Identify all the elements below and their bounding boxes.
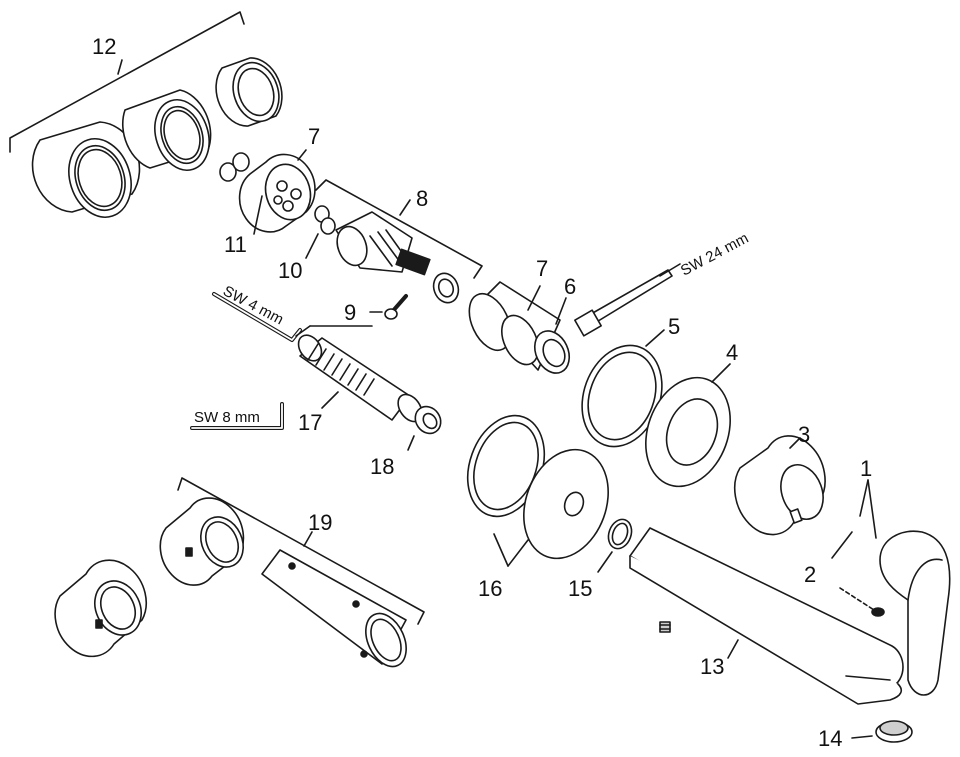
callout-7-upper: 7 bbox=[308, 124, 320, 149]
hex-key-8mm bbox=[190, 402, 284, 430]
head-face bbox=[264, 163, 312, 221]
callout-7-lower: 7 bbox=[536, 256, 548, 281]
part-19-install-sleeves bbox=[54, 477, 425, 668]
callout-12: 12 bbox=[92, 34, 116, 59]
rosette-hole bbox=[665, 398, 719, 466]
handle-body bbox=[879, 530, 951, 696]
tool-label-sw8: SW 8 mm bbox=[194, 409, 260, 426]
spout-side bbox=[629, 555, 903, 705]
spanner-24mm bbox=[574, 263, 681, 337]
tool-label-sw24: SW 24 mm bbox=[678, 230, 751, 280]
callout-4: 4 bbox=[726, 340, 738, 365]
bracket-19 bbox=[177, 477, 425, 625]
callout-10: 10 bbox=[278, 258, 302, 283]
hex-key-4mm bbox=[212, 292, 373, 342]
seal-ring-b bbox=[320, 217, 336, 235]
callout-17: 17 bbox=[298, 410, 322, 435]
callout-8: 8 bbox=[416, 186, 428, 211]
part-1-lever-handle bbox=[831, 479, 951, 696]
callout-6: 6 bbox=[564, 274, 576, 299]
callout-9: 9 bbox=[344, 300, 356, 325]
part-16-wall-plate bbox=[466, 414, 609, 567]
bracket-12 bbox=[9, 11, 245, 153]
part-8-cartridge bbox=[315, 179, 483, 304]
cover-plate-hole bbox=[563, 491, 585, 517]
head-port-d bbox=[273, 195, 283, 205]
part-4-rosette bbox=[645, 363, 731, 488]
callout-3: 3 bbox=[798, 422, 810, 447]
valve-flange bbox=[468, 292, 512, 352]
sleeve-opening bbox=[780, 464, 824, 520]
part-6-valve-body bbox=[468, 281, 571, 374]
callout-5: 5 bbox=[668, 314, 680, 339]
part-9-screw bbox=[369, 294, 408, 320]
part-12-extension-sleeves bbox=[9, 11, 283, 218]
head-port-b bbox=[290, 188, 302, 200]
head-port-c bbox=[282, 200, 294, 212]
part-2-set-screw bbox=[839, 587, 885, 617]
gasket-inner bbox=[587, 351, 657, 441]
cartridge-end bbox=[336, 225, 368, 267]
part-3-sleeve bbox=[733, 435, 826, 536]
callout-1: 1 bbox=[860, 456, 872, 481]
callout-16: 16 bbox=[478, 576, 502, 601]
part-5-gasket bbox=[581, 329, 665, 448]
part-14-aerator bbox=[851, 720, 913, 743]
part-15-o-ring bbox=[597, 518, 633, 573]
part-17-extension-tube bbox=[297, 334, 442, 451]
callout-15: 15 bbox=[568, 576, 592, 601]
spanner-socket bbox=[574, 309, 602, 337]
callout-2: 2 bbox=[804, 562, 816, 587]
tube-rear bbox=[297, 334, 323, 362]
install-sleeve-slot bbox=[185, 547, 193, 557]
aerator-screen bbox=[879, 720, 909, 736]
install-sleeve-hole-b bbox=[360, 650, 368, 658]
install-cap-slot bbox=[95, 619, 103, 629]
sleeve-notch bbox=[789, 508, 803, 524]
set-screw bbox=[871, 607, 885, 617]
leader-12 bbox=[117, 59, 123, 75]
spout-grub-screw bbox=[659, 621, 671, 633]
part-10-seal-rings bbox=[305, 205, 336, 259]
install-sleeve-hole-c bbox=[288, 562, 296, 570]
o-ring-small-b bbox=[232, 152, 250, 172]
tube-threads bbox=[307, 343, 375, 396]
valve-seat bbox=[501, 314, 539, 366]
o-ring-small-a bbox=[219, 162, 237, 182]
callout-11: 11 bbox=[224, 232, 247, 257]
head-port-a bbox=[276, 180, 288, 192]
install-sleeve-hole-a bbox=[352, 600, 360, 608]
screw-head bbox=[384, 308, 398, 320]
callout-18: 18 bbox=[370, 454, 394, 479]
callout-19: 19 bbox=[308, 510, 332, 535]
callout-14: 14 bbox=[818, 726, 842, 751]
part-13-spout bbox=[629, 527, 904, 705]
part-11-cartridge-head bbox=[219, 149, 316, 235]
callout-13: 13 bbox=[700, 654, 724, 679]
